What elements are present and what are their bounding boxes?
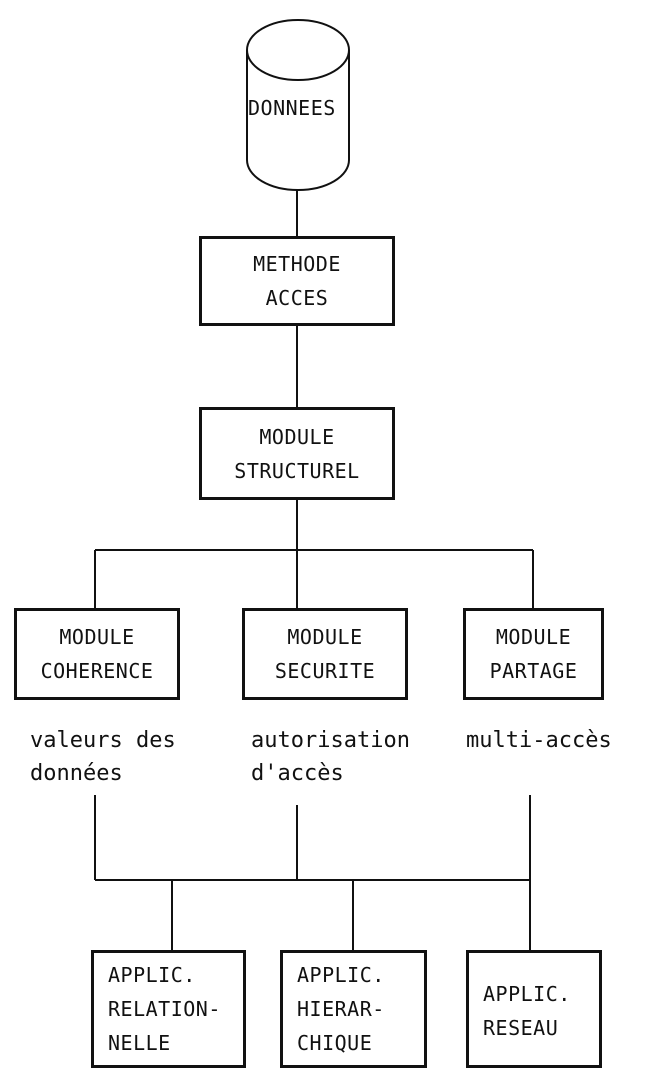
security-module-line-2: SECURITE xyxy=(274,659,376,683)
hierarchical-application-box: APPLIC. HIERAR- CHIQUE xyxy=(280,950,427,1068)
coherence-module-line-1: MODULE xyxy=(59,625,135,649)
structural-module-line-1: MODULE xyxy=(259,424,335,449)
hierarchical-application-line-2: HIERAR- xyxy=(297,997,385,1021)
security-note-line-2: d'accès xyxy=(251,761,344,786)
hierarchical-application-line-3: CHIQUE xyxy=(297,1031,373,1055)
security-module-box: MODULE SECURITE xyxy=(242,608,408,700)
network-application-line-2: RESEAU xyxy=(483,1016,559,1040)
sharing-module-line-2: PARTAGE xyxy=(489,659,578,683)
relational-application-box: APPLIC. RELATION- NELLE xyxy=(91,950,246,1068)
network-application-line-1: APPLIC. xyxy=(483,982,571,1006)
sharing-note: multi-accès xyxy=(466,724,612,757)
sharing-note-line-1: multi-accès xyxy=(466,728,612,753)
database-label: DONNEES xyxy=(248,96,336,120)
database-cylinder-icon xyxy=(246,19,350,191)
relational-application-line-3: NELLE xyxy=(108,1031,171,1055)
hierarchical-application-line-1: APPLIC. xyxy=(297,963,385,987)
sharing-module-line-1: MODULE xyxy=(495,625,572,649)
structural-module-box: MODULE STRUCTUREL xyxy=(199,407,395,500)
security-module-line-1: MODULE xyxy=(287,625,363,649)
access-method-line-1: METHODE xyxy=(253,252,341,276)
access-method-line-2: ACCES xyxy=(265,286,329,310)
coherence-module-line-2: COHERENCE xyxy=(40,659,154,683)
coherence-note-line-2: données xyxy=(30,761,123,786)
coherence-note: valeurs des données xyxy=(30,724,176,790)
coherence-note-line-1: valeurs des xyxy=(30,728,176,753)
sharing-module-box: MODULE PARTAGE xyxy=(463,608,604,700)
access-method-box: METHODE ACCES xyxy=(199,236,395,326)
relational-application-line-1: APPLIC. xyxy=(108,963,196,987)
network-application-box: APPLIC. RESEAU xyxy=(466,950,602,1068)
structural-module-line-2: STRUCTUREL xyxy=(234,458,360,483)
security-note: autorisation d'accès xyxy=(251,724,410,790)
coherence-module-box: MODULE COHERENCE xyxy=(14,608,180,700)
security-note-line-1: autorisation xyxy=(251,728,410,753)
relational-application-line-2: RELATION- xyxy=(108,997,221,1021)
